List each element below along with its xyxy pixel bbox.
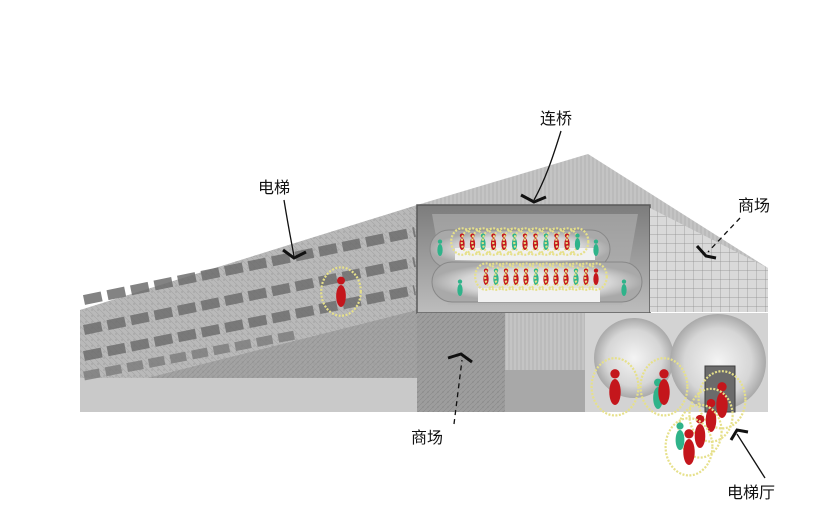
mall-right-pointer-head xyxy=(695,244,717,260)
bridge-pointer-head xyxy=(520,193,547,204)
wing-base xyxy=(80,378,417,412)
bridge-deck-lower xyxy=(478,288,600,302)
label-mall-bottom: 商场 xyxy=(411,428,443,447)
mall-right-pointer xyxy=(707,217,741,253)
lower-block-strip xyxy=(505,370,585,412)
bridge-person-end xyxy=(621,279,627,296)
pointer-lines xyxy=(282,130,766,479)
hall-person xyxy=(675,422,685,450)
label-mall-right: 商场 xyxy=(738,196,770,215)
label-elevator-hall: 电梯厅 xyxy=(727,483,775,502)
people-figures xyxy=(320,227,747,477)
building-section xyxy=(80,154,768,413)
bridge-person-upper xyxy=(565,227,590,256)
hall-person xyxy=(697,370,747,430)
mall-bottom-pointer xyxy=(453,359,463,425)
bridge-person-lower xyxy=(584,262,608,291)
hall-person xyxy=(639,357,689,417)
bridge-person-end xyxy=(437,239,443,256)
elevator-pointer xyxy=(283,199,295,257)
bridge-pointer xyxy=(533,130,562,201)
elevator-pointer-head xyxy=(282,248,307,260)
label-bridge: 连桥 xyxy=(540,109,572,128)
lower-block-left xyxy=(417,313,505,412)
hall-person xyxy=(590,357,640,417)
hall-person xyxy=(664,417,714,477)
bridge-person-end xyxy=(593,239,599,256)
bridge-person-end xyxy=(457,279,463,296)
hall-pointer-head xyxy=(729,428,749,441)
hall-person xyxy=(688,387,734,443)
hall-pointer xyxy=(736,433,766,479)
mall-grid-block xyxy=(650,208,768,312)
mall-bottom-pointer-head xyxy=(447,352,473,364)
escalator-person xyxy=(320,266,362,317)
escalator-tubes xyxy=(82,227,417,381)
label-elevator: 电梯 xyxy=(258,178,290,197)
